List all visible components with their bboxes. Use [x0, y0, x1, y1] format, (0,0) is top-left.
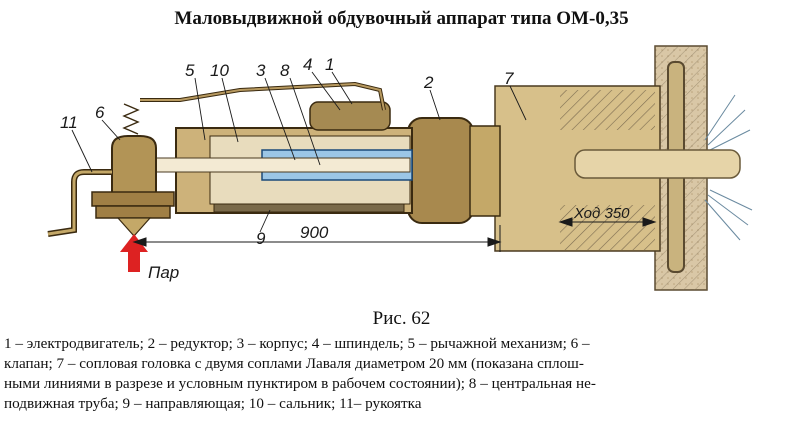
- label-9: 9: [256, 229, 266, 248]
- apparatus-drawing: 5 10 3 8 4 1 2 7 11 6 9 900 Ход 350 Пар: [47, 45, 753, 291]
- valve-spring: [122, 103, 140, 135]
- label-6: 6: [95, 103, 105, 122]
- gearbox: [407, 117, 474, 224]
- figure-caption: Рис. 62: [372, 308, 431, 329]
- valve: [111, 135, 157, 197]
- legend-line: подвижная труба; 9 – направляющая; 10 – …: [4, 395, 422, 412]
- stroke-dimension: [558, 217, 657, 227]
- page-title: Маловыдвижной обдувочный аппарат типа ОМ…: [174, 8, 629, 29]
- legend-line: ными линиями в разрезе и условным пункти…: [4, 375, 596, 392]
- label-10: 10: [210, 61, 229, 80]
- steam-arrow: [120, 234, 148, 272]
- stroke-350-label: Ход 350: [573, 205, 630, 222]
- legend-line: клапан; 7 – сопловая головка с двумя соп…: [4, 355, 584, 372]
- leader-lines: [71, 71, 527, 233]
- label-11: 11: [60, 113, 78, 132]
- label-2: 2: [423, 73, 434, 92]
- guide-rail: [213, 203, 405, 213]
- motor: [309, 101, 391, 131]
- label-7: 7: [504, 69, 514, 88]
- label-3: 3: [256, 61, 266, 80]
- label-1: 1: [325, 55, 334, 74]
- label-8: 8: [280, 61, 290, 80]
- legend-line: 1 – электродвигатель; 2 – редуктор; 3 – …: [4, 335, 590, 352]
- steam-spray: [704, 94, 753, 241]
- inner-pipe: [139, 157, 411, 173]
- dimension-900-label: 900: [300, 223, 329, 242]
- label-4: 4: [303, 55, 312, 74]
- label-5: 5: [185, 61, 195, 80]
- mount-hatch: [560, 205, 655, 250]
- spindle-extended: [574, 149, 741, 179]
- steam-label: Пар: [148, 263, 179, 282]
- mount-hatch-top: [560, 90, 655, 130]
- figure-legend: 1 – электродвигатель; 2 – редуктор; 3 – …: [4, 334, 799, 414]
- dimension-line: [132, 225, 502, 252]
